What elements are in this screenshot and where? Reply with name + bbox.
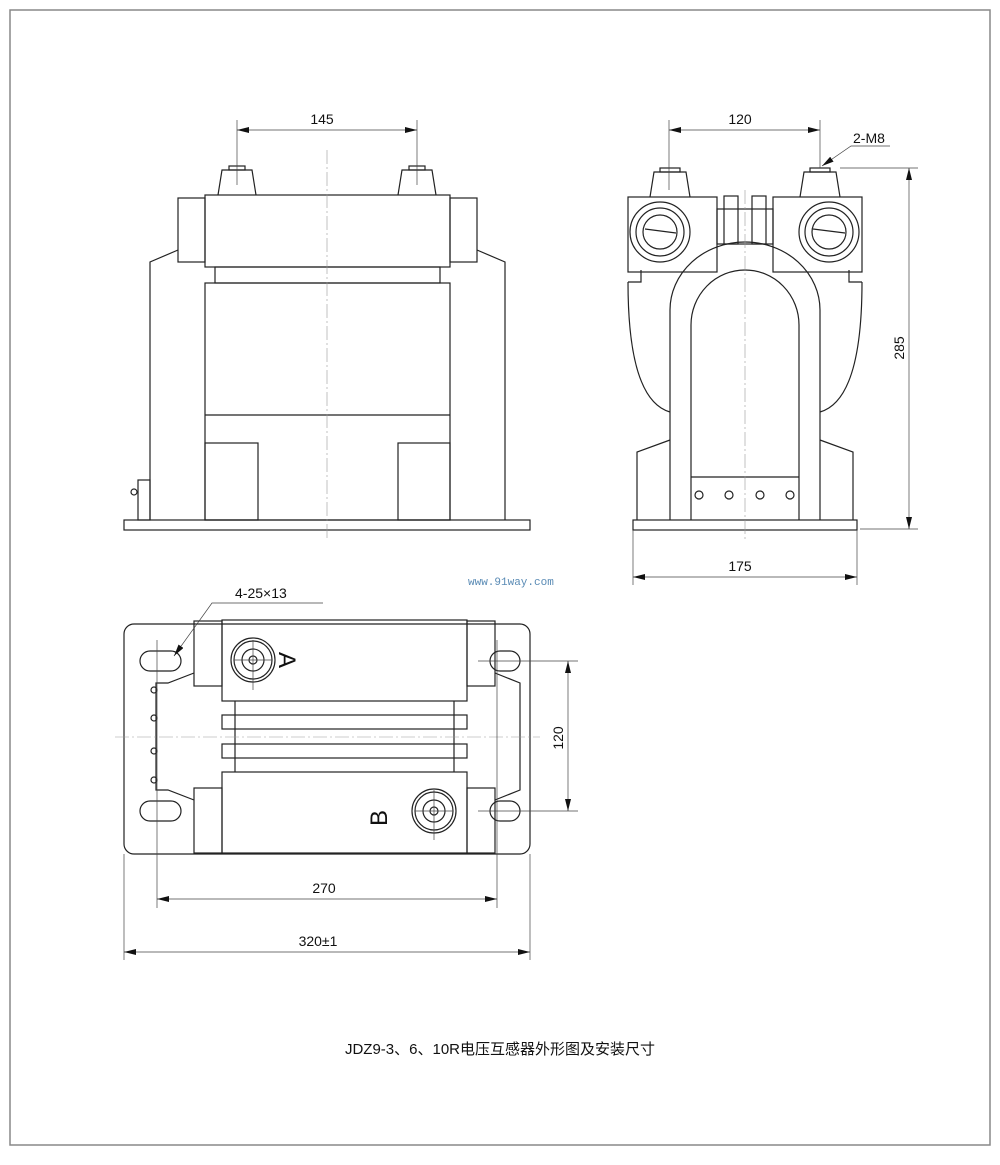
dim-label-120-bottom: 120 [550, 726, 566, 750]
dim-label-285: 285 [891, 336, 907, 360]
dim-label-175: 175 [728, 558, 752, 574]
terminal-label-a: A [273, 652, 300, 668]
dim-label-120-side: 120 [728, 111, 752, 127]
bottom-view: A B 4-25×13 120 270 320±1 [115, 585, 578, 960]
dim-label-320: 320±1 [299, 933, 338, 949]
watermark: www.91way.com [468, 577, 554, 589]
terminal-label-b: B [366, 810, 393, 826]
slot-note: 4-25×13 [235, 585, 287, 601]
drawing-title: JDZ9-3、6、10R电压互感器外形图及安装尺寸 [345, 1041, 655, 1058]
thread-note: 2-M8 [853, 130, 885, 146]
front-view: 145 [123, 111, 531, 540]
dim-label-270: 270 [312, 880, 336, 896]
sheet-border [9, 9, 991, 1146]
side-view: 120 2-M8 285 175 [627, 111, 918, 585]
dim-label-145: 145 [310, 111, 334, 127]
